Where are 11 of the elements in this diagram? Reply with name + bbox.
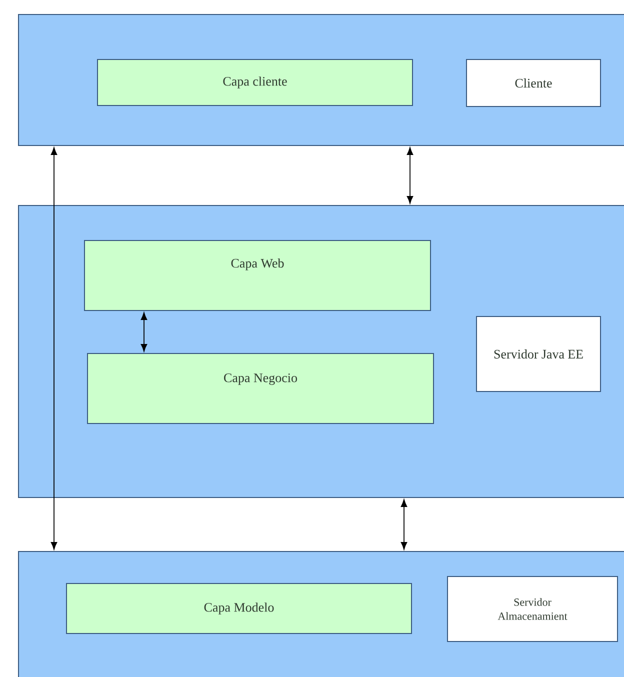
arrow [50, 147, 58, 550]
layer-box: Capa cliente [97, 59, 413, 106]
layer-box: Capa Web [84, 240, 431, 311]
layer-box: Capa Modelo [66, 583, 412, 634]
server-box: Servidor Almacenamient [447, 576, 618, 642]
layer-box: Capa Negocio [87, 353, 434, 424]
arrow [400, 499, 408, 550]
server-box: Cliente [466, 59, 601, 107]
server-box: Servidor Java EE [476, 316, 601, 392]
arrow [406, 147, 414, 204]
arrow [140, 312, 148, 352]
